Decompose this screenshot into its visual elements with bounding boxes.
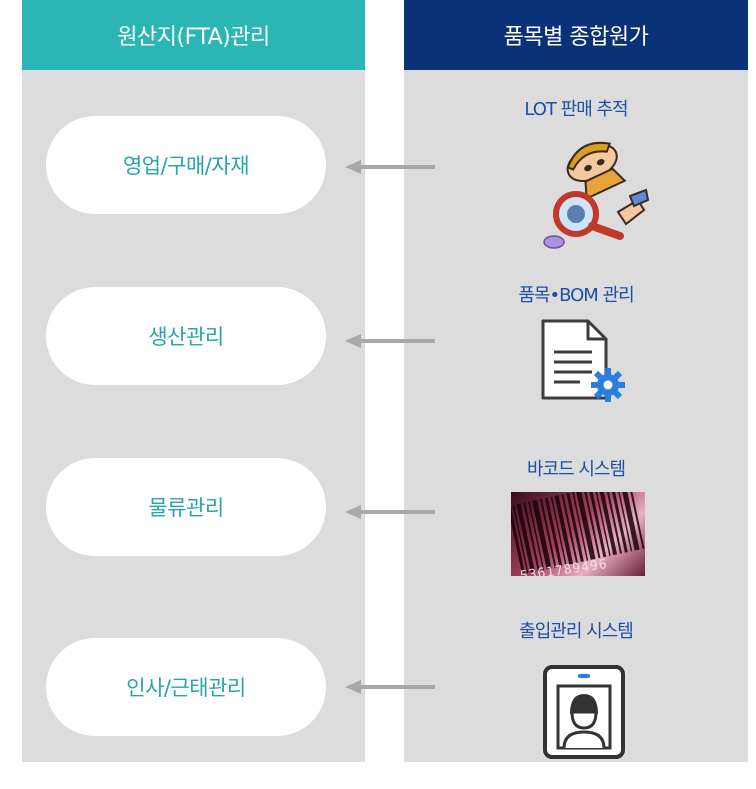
access-control-icon — [543, 665, 625, 759]
arrow-left-icon — [345, 334, 435, 348]
feature-access-control-label: 출입관리 시스템 — [519, 621, 634, 642]
barcode-digits: 5361789496 — [519, 557, 609, 576]
feature-barcode-label: 바코드 시스템 — [526, 459, 626, 480]
feature-item-bom-label: 품목•BOM 관리 — [518, 285, 634, 306]
left-panel-header: 원산지(FTA)관리 — [22, 0, 365, 70]
feature-lot-tracking-label: LOT 판매 추적 — [524, 99, 628, 120]
right-panel: 품목별 종합원가 LOT 판매 추적 품목•BOM 관리 — [404, 0, 748, 762]
detective-magnifier-icon — [543, 141, 649, 249]
module-hr-attendance: 인사/근태관리 — [46, 638, 326, 736]
left-panel: 원산지(FTA)관리 영업/구매/자재 생산관리 물류관리 인사/근태관리 — [22, 0, 365, 762]
document-gear-icon — [541, 319, 625, 402]
arrow-left-icon — [345, 505, 435, 519]
module-logistics: 물류관리 — [46, 458, 326, 556]
right-panel-header: 품목별 종합원가 — [404, 0, 748, 70]
module-sales-purchase-material: 영업/구매/자재 — [46, 116, 326, 214]
module-production: 생산관리 — [46, 287, 326, 385]
arrow-left-icon — [345, 160, 435, 174]
barcode-icon: 5361789496 — [511, 492, 645, 576]
arrow-left-icon — [345, 680, 435, 694]
